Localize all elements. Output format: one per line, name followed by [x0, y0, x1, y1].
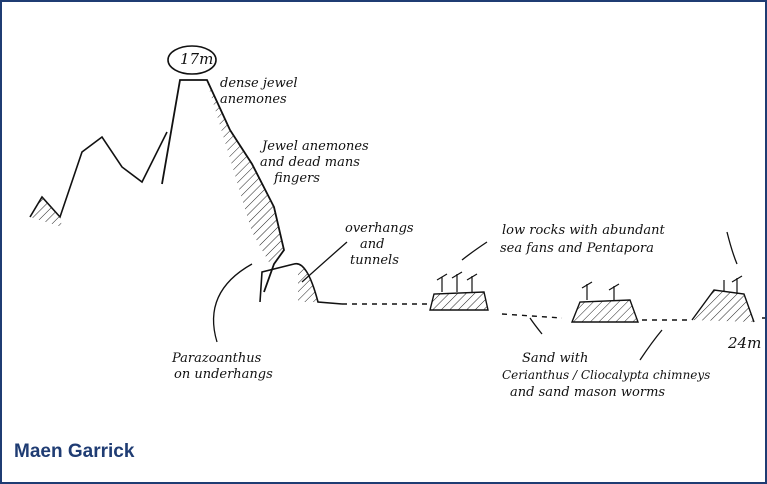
overhang-label-2: and	[360, 237, 384, 252]
rocks-label-1: low rocks with abundant	[502, 223, 666, 238]
site-name-caption: Maen Garrick	[14, 441, 134, 463]
rocks-label-2: sea fans and Pentapora	[500, 241, 654, 256]
pinnacle-outline	[162, 80, 284, 292]
slope-label-1: Jewel anemones	[259, 139, 369, 154]
depth-bottom-label: 24m	[727, 334, 761, 352]
seabed-profile-sketch: 17m dense jewel anemones Jewel anemones …	[2, 2, 765, 402]
sand-label-1: Sand with	[522, 351, 588, 366]
rock-2	[572, 300, 638, 322]
rock-1	[430, 292, 488, 310]
overhang-label-3: tunnels	[350, 253, 399, 268]
slope-label-3: fingers	[273, 171, 320, 186]
top-label-1: dense jewel	[220, 76, 298, 91]
left-ridge-outline	[30, 132, 167, 217]
sand-label-3: and sand mason worms	[510, 385, 665, 400]
pinnacle-hatching	[207, 82, 284, 264]
top-label-2: anemones	[220, 92, 287, 107]
parazoanthus-label-1: Parazoanthus	[171, 351, 262, 366]
overhang-label-1: overhangs	[345, 221, 414, 236]
parazoanthus-label-2: on underhangs	[174, 367, 273, 382]
depth-top-label: 17m	[180, 50, 213, 68]
left-ridge-hatching	[30, 197, 62, 227]
slope-label-2: and dead mans	[260, 155, 360, 170]
sand-label-2: Cerianthus / Cliocalypta chimneys	[502, 368, 710, 382]
rock-3	[692, 290, 754, 322]
